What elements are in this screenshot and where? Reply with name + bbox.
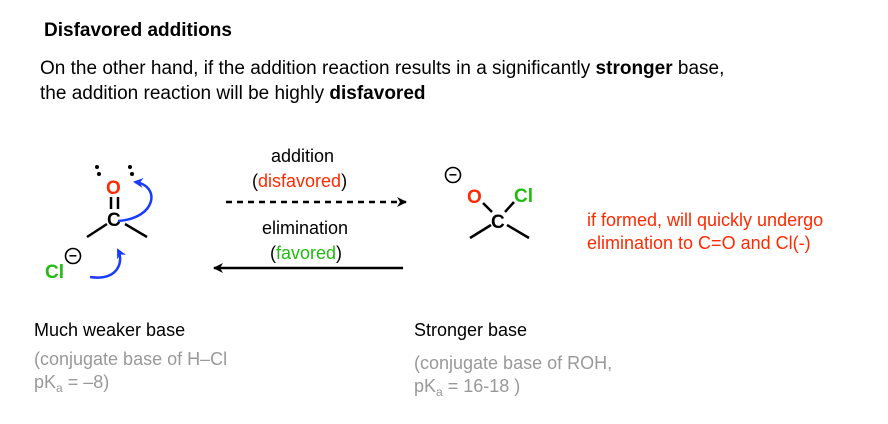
left-caption: Much weaker base bbox=[34, 320, 186, 340]
addition-qualifier: (disfavored) bbox=[252, 171, 348, 191]
right-note: (conjugate base of ROH, pKa = 16-18 ) bbox=[414, 353, 613, 399]
lone-pair-dot bbox=[130, 172, 134, 176]
c-right-bond bbox=[506, 223, 530, 240]
o-c-bond bbox=[482, 202, 493, 213]
page-title: Disfavored additions bbox=[44, 20, 232, 41]
carbon-atom-right: C bbox=[491, 212, 505, 233]
curved-arrow-attack bbox=[89, 248, 127, 279]
intro-line-1: On the other hand, if the addition react… bbox=[40, 58, 725, 79]
negative-charge-icon bbox=[444, 166, 462, 184]
c-left-bond bbox=[469, 223, 492, 240]
negative-charge-icon bbox=[64, 247, 82, 265]
addition-label: addition bbox=[271, 146, 335, 166]
curved-arrow-pi-bond bbox=[117, 177, 153, 223]
tetrahedral-intermediate: − O C Cl bbox=[444, 166, 533, 240]
oxygen-atom-left: O bbox=[106, 178, 121, 199]
elimination-label: elimination bbox=[262, 218, 349, 238]
intro-text: On the other hand, if the addition react… bbox=[40, 56, 724, 106]
lone-pair-dot bbox=[95, 165, 99, 169]
lone-pair-dot bbox=[128, 165, 132, 169]
negative-charge-sign: − bbox=[449, 167, 457, 183]
left-note: (conjugate base of H–Cl pKa = –8) bbox=[34, 349, 228, 395]
right-caption: Stronger base bbox=[414, 320, 528, 340]
carbon-atom-left: C bbox=[107, 210, 121, 231]
c-right-bond bbox=[124, 222, 148, 239]
side-note: if formed, will quickly undergo eliminat… bbox=[587, 210, 824, 253]
lone-pair-dot bbox=[97, 172, 101, 176]
intro-line-2: the addition reaction will be highly dis… bbox=[40, 83, 426, 104]
negative-charge-sign: − bbox=[69, 248, 77, 264]
c-left-bond bbox=[86, 222, 108, 239]
carbonyl-molecule: O C Cl − bbox=[45, 165, 153, 283]
c-cl-bond bbox=[504, 201, 515, 213]
oxygen-atom-right: O bbox=[467, 187, 482, 208]
chlorine-atom: Cl bbox=[514, 186, 533, 207]
elimination-qualifier: (favored) bbox=[270, 243, 343, 263]
chloride-ion: Cl bbox=[45, 262, 64, 283]
